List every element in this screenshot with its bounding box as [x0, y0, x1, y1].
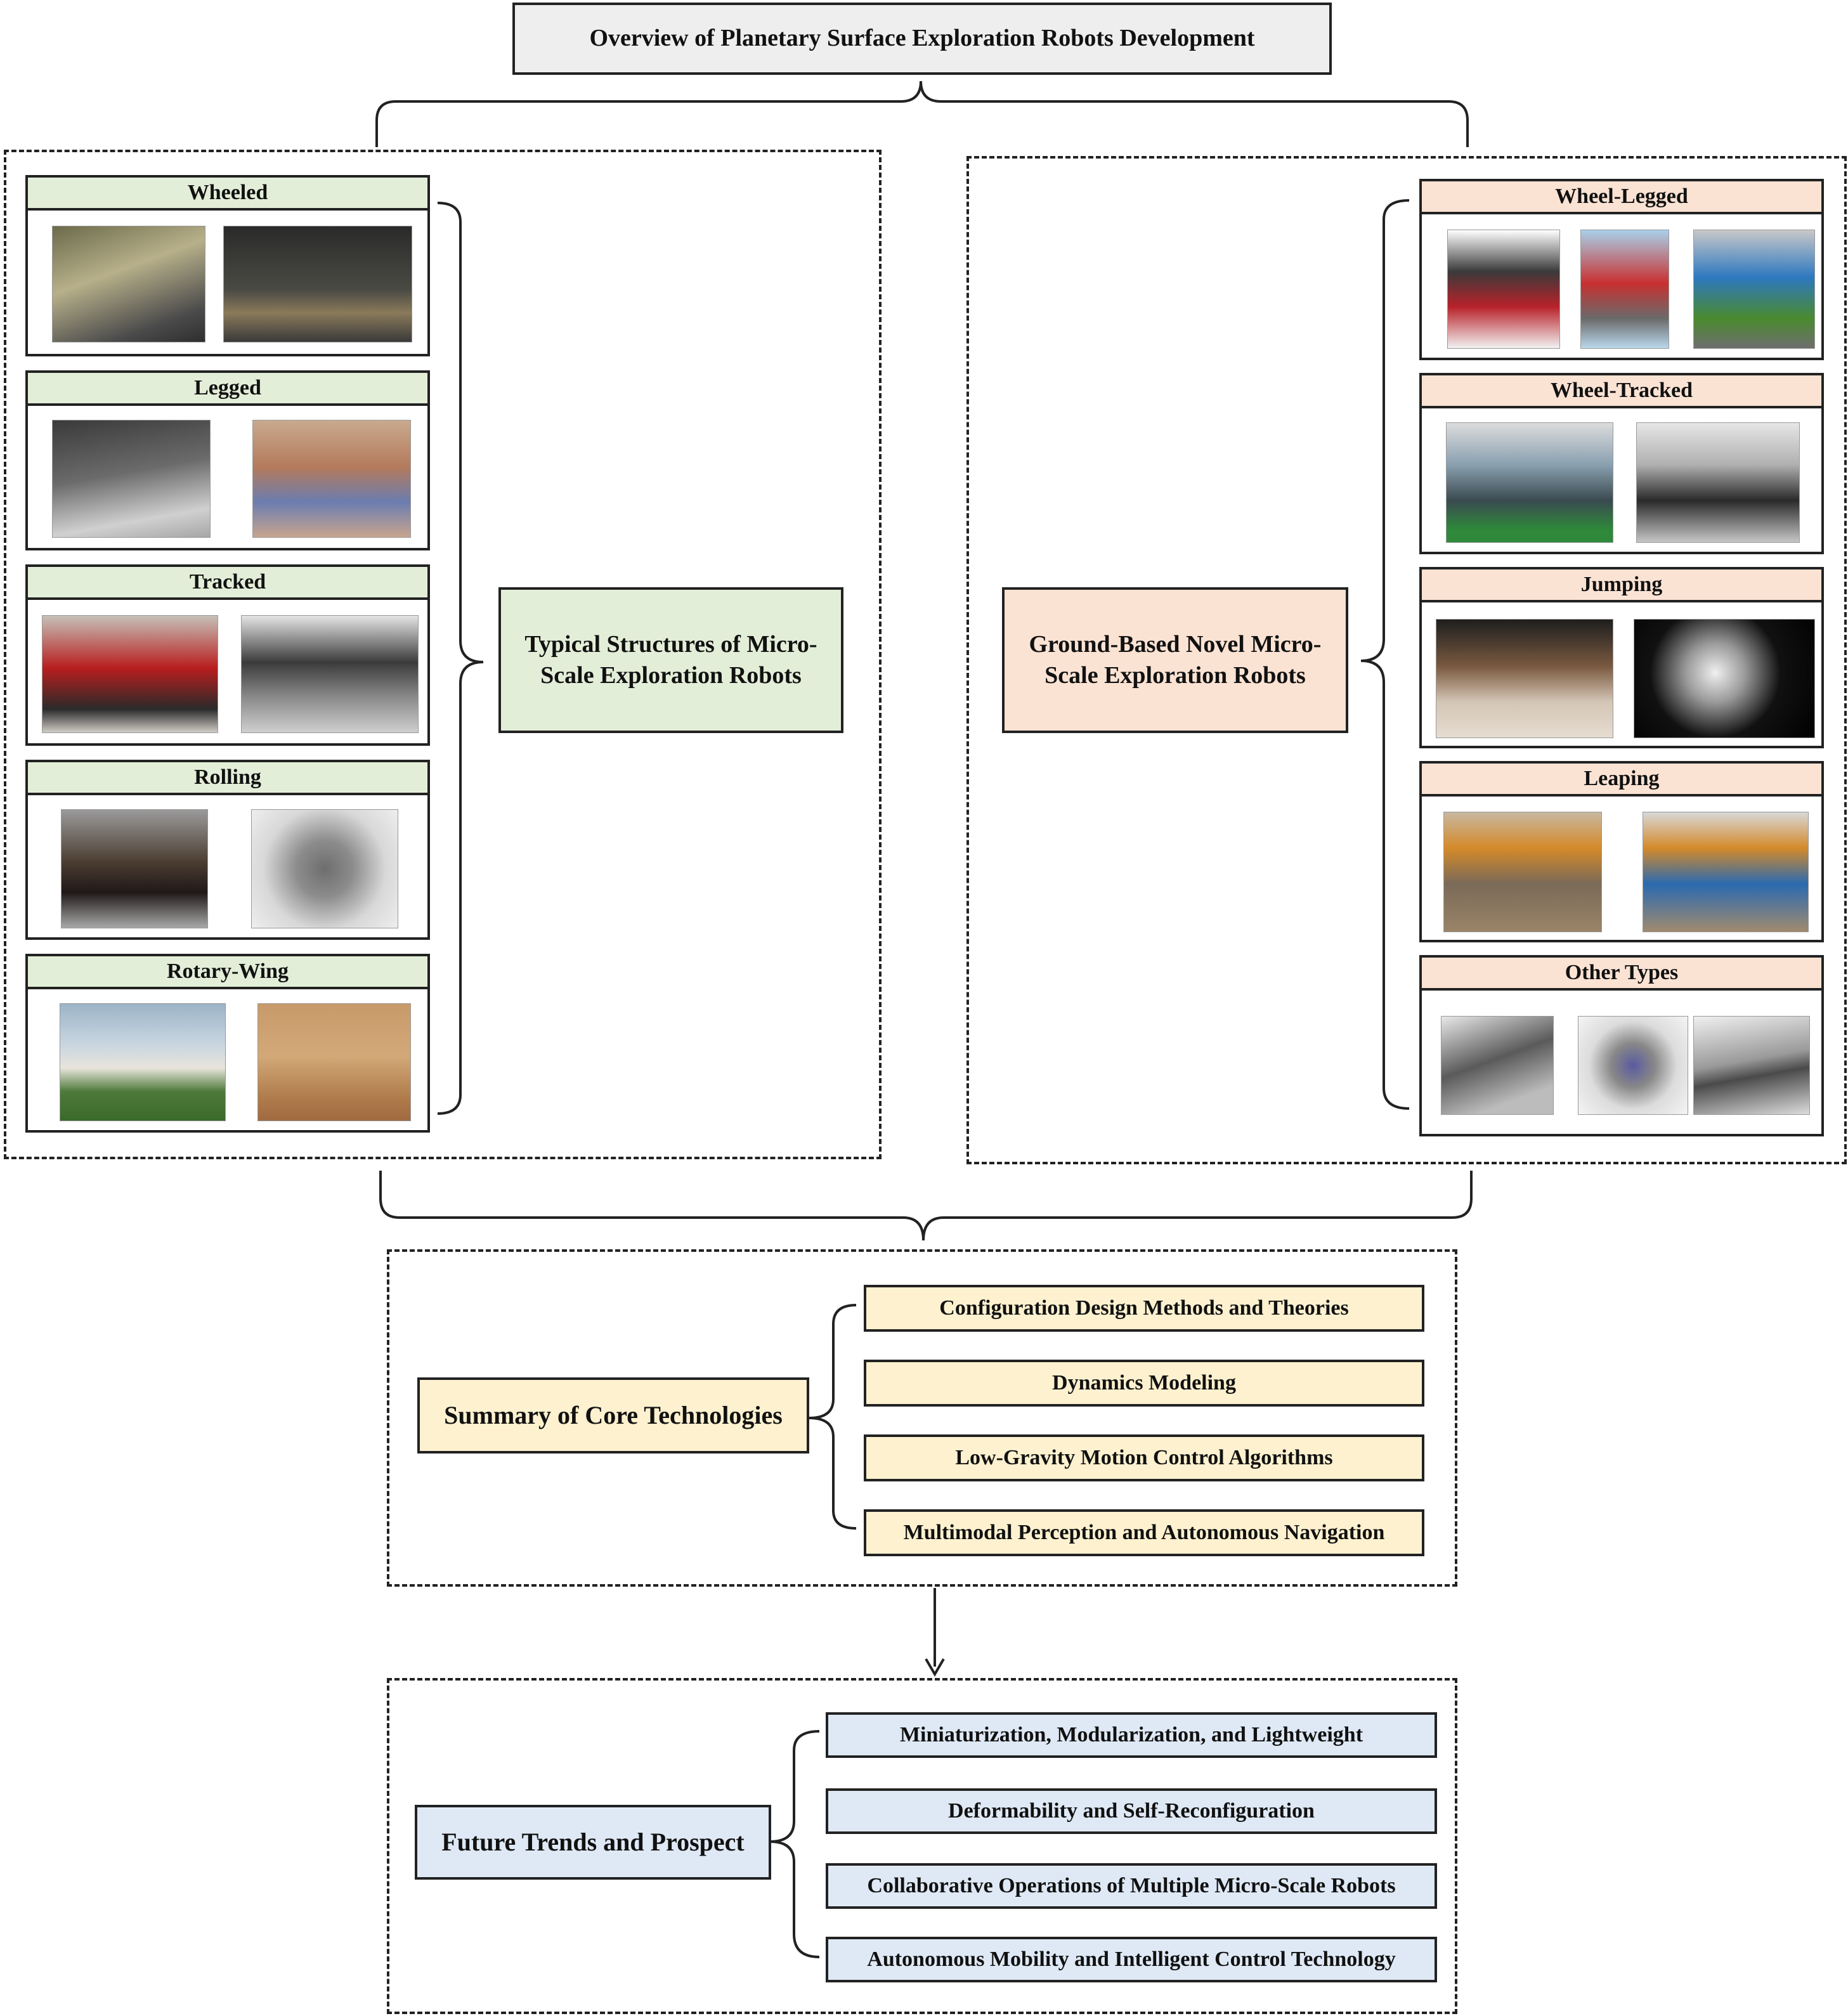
future-item: Deformability and Self-Reconfiguration	[826, 1788, 1437, 1834]
panel-title: Legged	[28, 373, 427, 406]
wheel-tracked-photo-2	[1636, 422, 1800, 543]
jumping-photo-2	[1634, 619, 1815, 738]
wheeled-photo-1	[52, 226, 205, 342]
core-item: Configuration Design Methods and Theorie…	[864, 1285, 1424, 1332]
core-technologies-box: Summary of Core Technologies	[417, 1377, 809, 1453]
tracked-photo-1	[42, 615, 218, 733]
core-group-frame	[387, 1249, 1457, 1587]
future-item-label: Miniaturization, Modularization, and Lig…	[899, 1722, 1363, 1746]
panel-title: Rolling	[28, 762, 427, 795]
other-types-photo-1	[1441, 1016, 1554, 1115]
panel-wheel-legged: Wheel-Legged	[1419, 179, 1824, 360]
ground-based-novel-box: Ground-Based Novel Micro-Scale Explorati…	[1002, 587, 1348, 733]
wheel-legged-photo-3	[1693, 230, 1815, 349]
right-group-frame	[966, 156, 1847, 1164]
legged-photo-2	[252, 420, 411, 538]
top-brace	[375, 81, 1469, 147]
core-item-label: Low-Gravity Motion Control Algorithms	[955, 1445, 1333, 1469]
panel-leaping: Leaping	[1419, 761, 1824, 942]
panel-title: Jumping	[1422, 569, 1821, 602]
diagram-title-text: Overview of Planetary Surface Exploratio…	[589, 25, 1255, 52]
other-types-photo-3	[1693, 1016, 1810, 1115]
panel-wheel-tracked: Wheel-Tracked	[1419, 373, 1824, 554]
panel-title: Wheel-Tracked	[1422, 375, 1821, 408]
panel-title: Other Types	[1422, 958, 1821, 991]
future-trends-box: Future Trends and Prospect	[415, 1805, 771, 1880]
rolling-photo-2	[251, 809, 398, 928]
wheel-tracked-photo-1	[1446, 422, 1613, 543]
panel-tracked: Tracked	[25, 564, 430, 746]
rotary-wing-photo-2	[257, 1003, 411, 1121]
panel-title: Wheel-Legged	[1422, 181, 1821, 214]
rolling-photo-1	[61, 809, 208, 928]
panel-title: Leaping	[1422, 764, 1821, 797]
panel-rolling: Rolling	[25, 760, 430, 940]
typical-structures-label: Typical Structures of Micro-Scale Explor…	[524, 630, 817, 689]
core-item: Low-Gravity Motion Control Algorithms	[864, 1434, 1424, 1481]
leaping-photo-2	[1643, 812, 1809, 932]
future-item: Autonomous Mobility and Intelligent Cont…	[826, 1937, 1437, 1982]
other-types-photo-2	[1578, 1016, 1688, 1115]
bottom-brace	[379, 1171, 1473, 1241]
future-trends-label: Future Trends and Prospect	[441, 1828, 745, 1856]
legged-photo-1	[52, 420, 211, 538]
tracked-photo-2	[241, 615, 419, 733]
future-item-label: Deformability and Self-Reconfiguration	[948, 1798, 1315, 1823]
panel-jumping: Jumping	[1419, 567, 1824, 748]
ground-based-novel-label: Ground-Based Novel Micro-Scale Explorati…	[1029, 630, 1322, 689]
core-item-label: Multimodal Perception and Autonomous Nav…	[903, 1520, 1385, 1544]
typical-structures-box: Typical Structures of Micro-Scale Explor…	[498, 587, 843, 733]
right-group-brace	[1360, 199, 1410, 1110]
future-item-label: Autonomous Mobility and Intelligent Cont…	[867, 1947, 1396, 1971]
wheel-legged-photo-2	[1580, 230, 1669, 349]
future-group-frame	[387, 1678, 1457, 2014]
panel-legged: Legged	[25, 370, 430, 550]
core-brace	[809, 1304, 857, 1530]
future-item: Collaborative Operations of Multiple Mic…	[826, 1863, 1437, 1909]
panel-rotary-wing: Rotary-Wing	[25, 954, 430, 1133]
wheeled-photo-2	[223, 226, 412, 342]
panel-other-types: Other Types	[1419, 955, 1824, 1136]
leaping-photo-1	[1443, 812, 1602, 932]
core-item: Dynamics Modeling	[864, 1360, 1424, 1407]
left-group-brace	[437, 202, 484, 1115]
core-item-label: Configuration Design Methods and Theorie…	[939, 1296, 1349, 1320]
wheel-legged-photo-1	[1447, 230, 1560, 349]
core-item: Multimodal Perception and Autonomous Nav…	[864, 1509, 1424, 1556]
left-group-frame	[4, 150, 882, 1159]
rotary-wing-photo-1	[60, 1003, 226, 1121]
diagram-title: Overview of Planetary Surface Exploratio…	[512, 3, 1332, 75]
panel-title: Tracked	[28, 567, 427, 600]
future-item: Miniaturization, Modularization, and Lig…	[826, 1712, 1437, 1758]
future-item-label: Collaborative Operations of Multiple Mic…	[867, 1873, 1396, 1897]
arrow-head	[925, 1658, 945, 1677]
panel-title: Rotary-Wing	[28, 956, 427, 989]
panel-title: Wheeled	[28, 178, 427, 211]
panel-wheeled: Wheeled	[25, 175, 430, 356]
core-technologies-label: Summary of Core Technologies	[444, 1401, 783, 1429]
jumping-photo-1	[1436, 619, 1613, 738]
core-item-label: Dynamics Modeling	[1052, 1370, 1236, 1395]
